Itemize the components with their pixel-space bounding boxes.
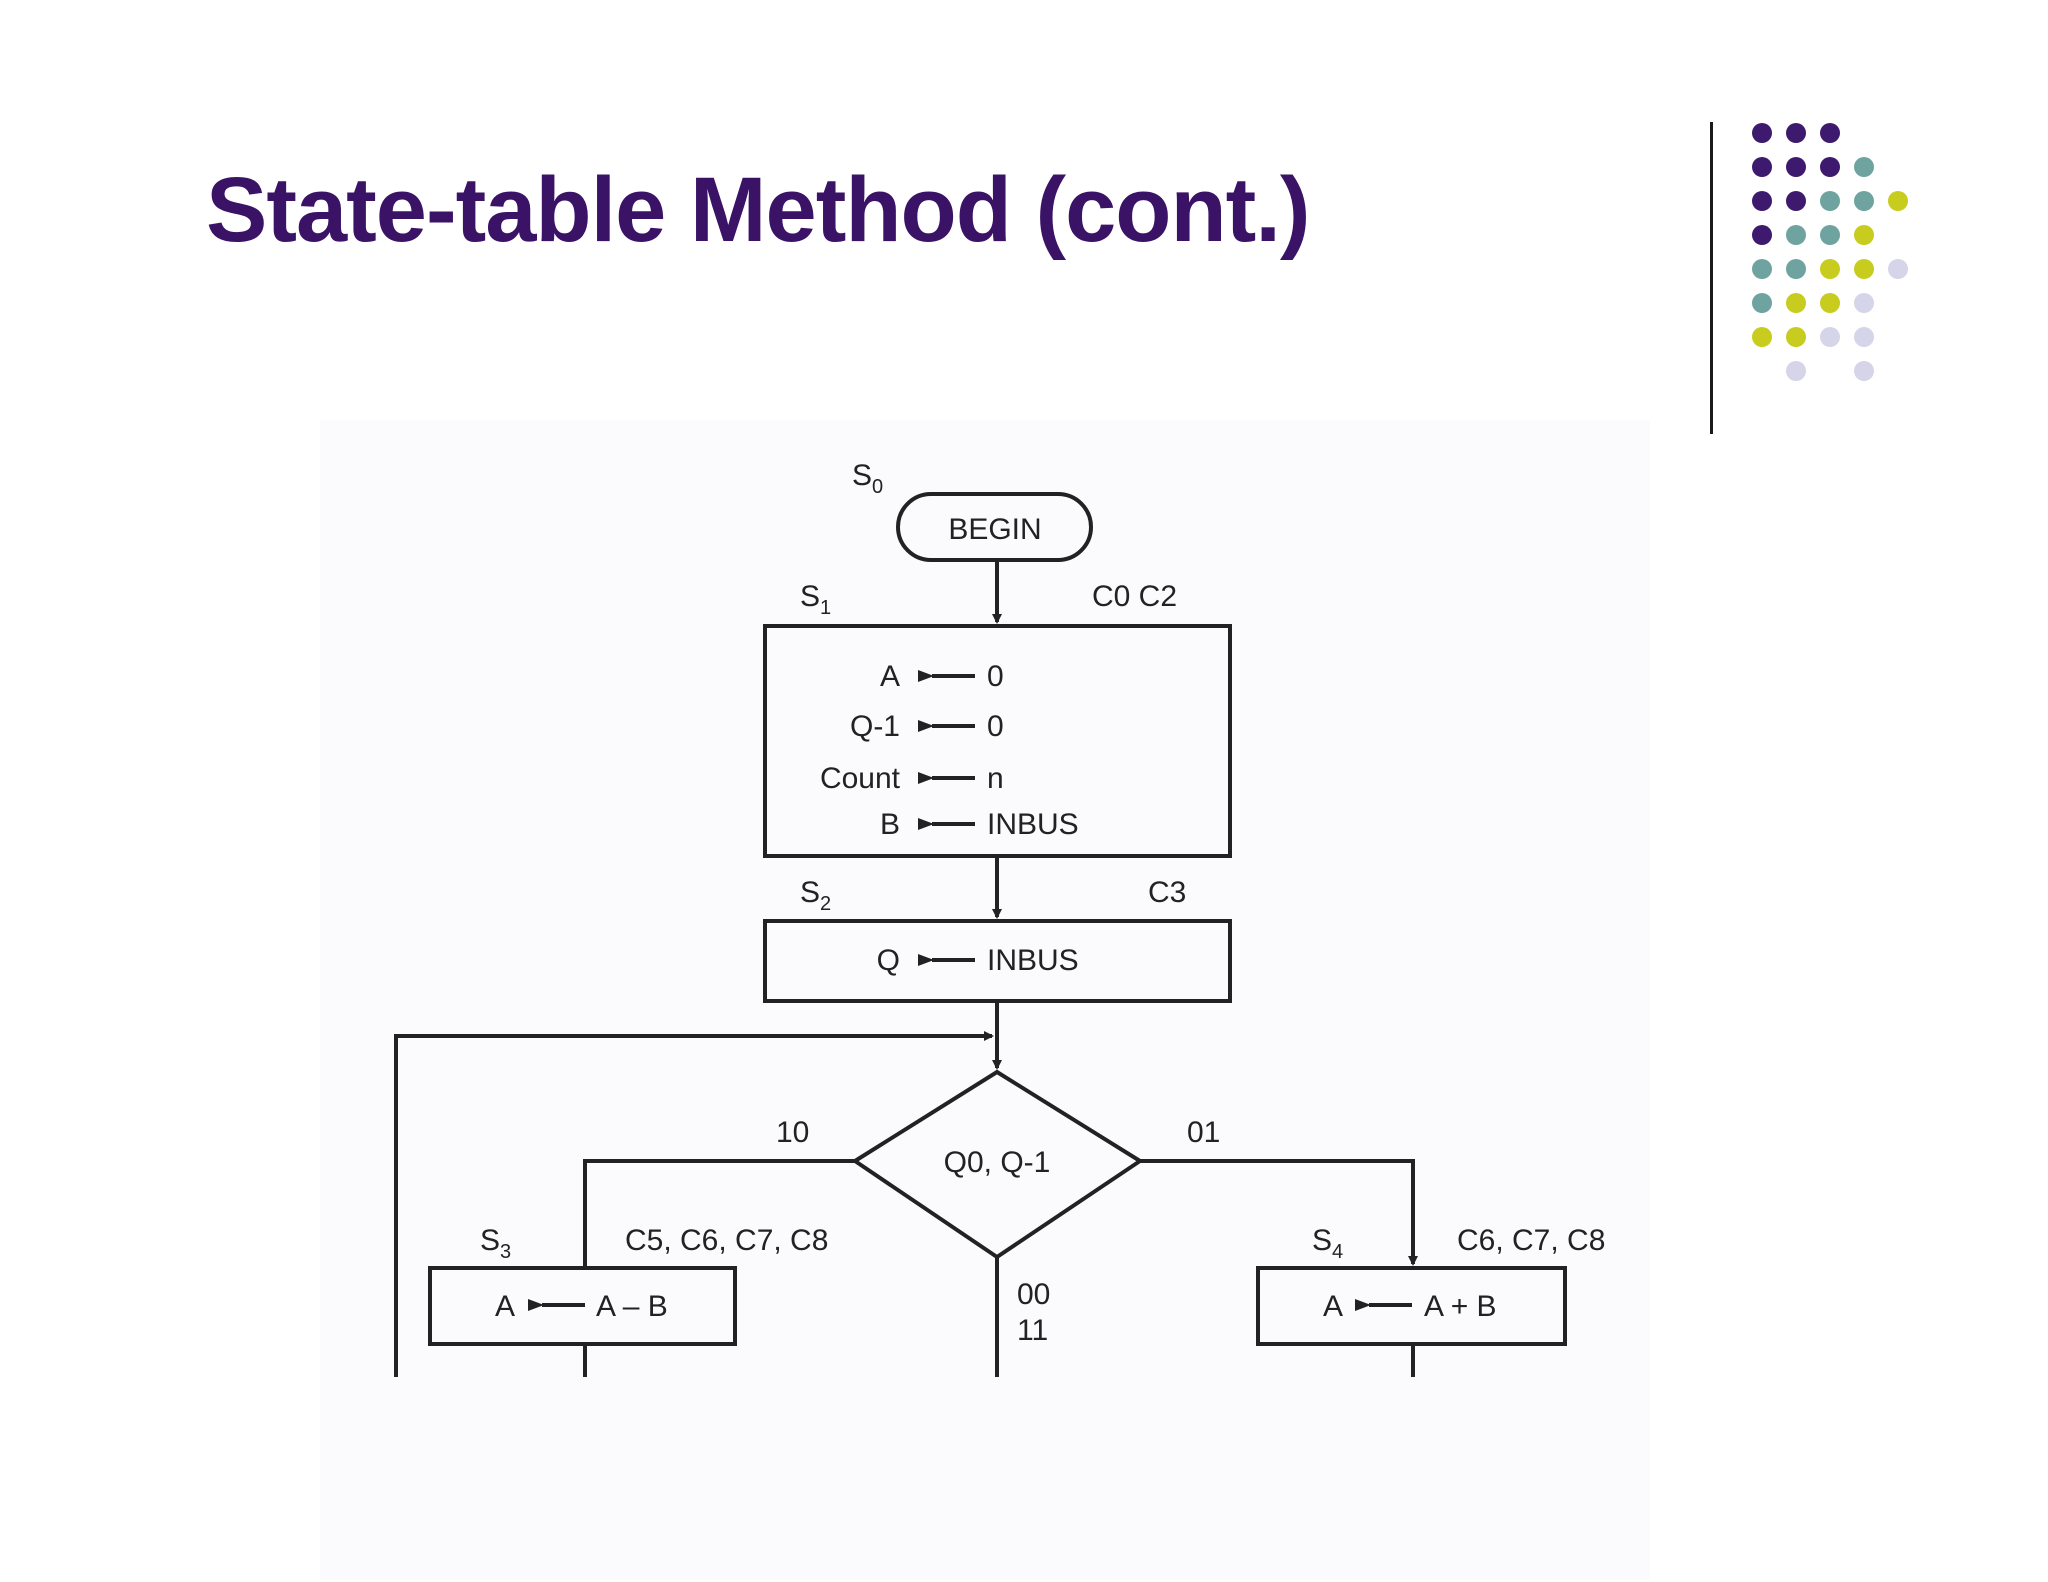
control-label-s3: C5, C6, C7, C8 [625, 1224, 828, 1257]
add-rhs: A + B [1424, 1290, 1497, 1323]
init-row2-rhs: 0 [987, 710, 1004, 743]
state-label-s2: S2 [800, 876, 831, 915]
decision-label: Q0, Q-1 [944, 1146, 1051, 1179]
control-label-s4: C6, C7, C8 [1457, 1224, 1605, 1257]
state-label-s4: S4 [1312, 1224, 1343, 1263]
slide-title: State-table Method (cont.) [206, 159, 1311, 261]
init-row1-lhs: A [880, 660, 900, 693]
control-label-s2: C3 [1148, 876, 1186, 909]
add-lhs: A [1323, 1290, 1343, 1323]
branch-label-00: 00 [1017, 1278, 1050, 1311]
subtract-lhs: A [495, 1290, 515, 1323]
state-label-s3: S3 [480, 1224, 511, 1263]
load-rhs: INBUS [987, 944, 1079, 977]
init-row4-lhs: B [880, 808, 900, 841]
branch-label-11: 11 [1017, 1314, 1048, 1347]
branch-line-10 [583, 1159, 855, 1268]
control-label-s1: C0 C2 [1092, 580, 1177, 613]
state-label-s0: S0 [852, 459, 883, 498]
branch-line-01 [1140, 1159, 1418, 1266]
branch-label-10: 10 [776, 1116, 809, 1149]
state-label-s1: S1 [800, 580, 831, 619]
init-row3-rhs: n [987, 762, 1004, 795]
init-row2-lhs: Q-1 [850, 710, 900, 743]
begin-terminator [896, 492, 1093, 562]
init-row3-lhs: Count [820, 762, 901, 795]
begin-label: BEGIN [948, 513, 1041, 546]
subtract-rhs: A – B [596, 1290, 668, 1323]
init-row1-rhs: 0 [987, 660, 1004, 693]
loop-back-line [394, 1031, 994, 1377]
branch-label-01: 01 [1187, 1116, 1220, 1149]
init-row4-rhs: INBUS [987, 808, 1079, 841]
subtract-box [428, 1266, 737, 1346]
load-lhs: Q [877, 944, 900, 977]
title-divider [1710, 122, 1713, 434]
